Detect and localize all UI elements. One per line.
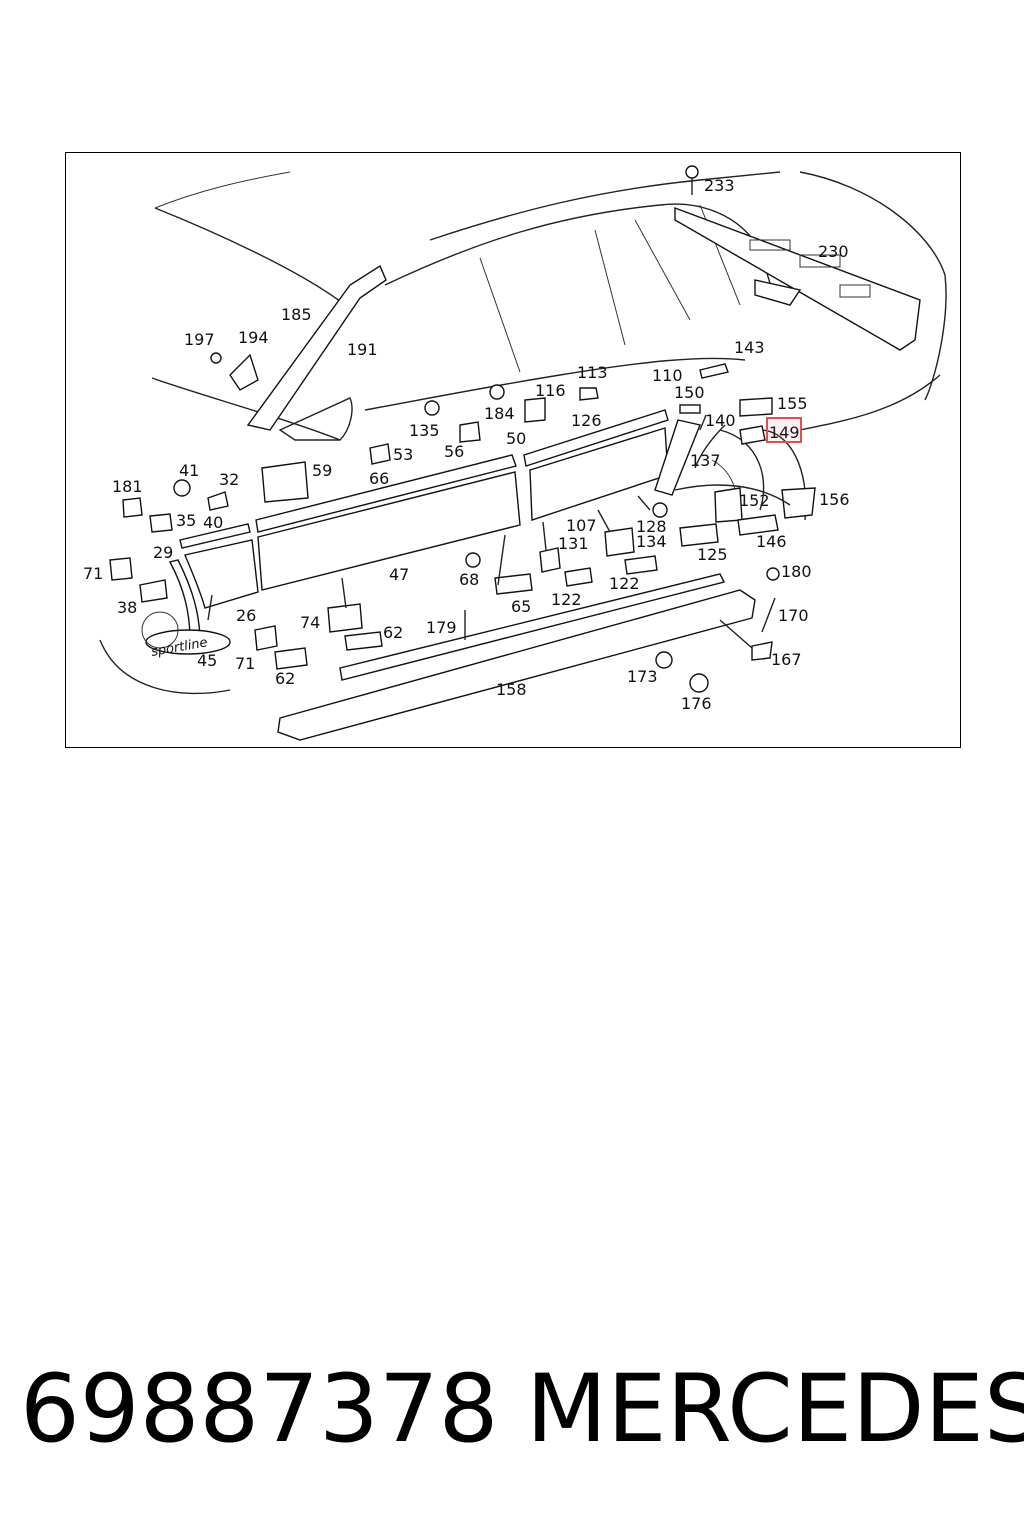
callout-143: 143 [734,338,765,357]
callout-74: 74 [300,613,320,632]
callout-38: 38 [117,598,137,617]
callout-134: 134 [636,532,667,551]
callout-191: 191 [347,340,378,359]
callout-125: 125 [697,545,728,564]
callout-122-b: 122 [609,574,640,593]
callout-173: 173 [627,667,658,686]
callout-71-bottom: 71 [235,654,255,673]
callout-56: 56 [444,442,464,461]
callout-156: 156 [819,490,850,509]
callout-labels: 233 230 143 185 191 197 194 113 116 110 … [83,176,850,713]
callout-50: 50 [506,429,526,448]
callout-135: 135 [409,421,440,440]
small-parts [109,165,816,693]
diagram-frame [65,152,961,748]
callout-32: 32 [219,470,239,489]
callout-116: 116 [535,381,566,400]
callout-140: 140 [705,411,736,430]
callout-197: 197 [184,330,215,349]
callout-179: 179 [426,618,457,637]
highlighted-part-149[interactable] [766,417,802,443]
callout-170: 170 [778,606,809,625]
callout-65: 65 [511,597,531,616]
callout-35: 35 [176,511,196,530]
callout-146: 146 [756,532,787,551]
car-body-outline [99,171,947,695]
callout-150: 150 [674,383,705,402]
callout-137: 137 [690,451,721,470]
callout-41: 41 [179,461,199,480]
callout-158: 158 [496,680,527,699]
callout-107: 107 [566,516,597,535]
callout-128: 128 [636,517,667,536]
callout-131: 131 [558,534,589,553]
callout-126: 126 [571,411,602,430]
callout-26: 26 [236,606,256,625]
callout-53: 53 [393,445,413,464]
callout-233: 233 [704,176,735,195]
callout-176: 176 [681,694,712,713]
callout-180: 180 [781,562,812,581]
callout-62-b: 62 [275,669,295,688]
callout-40: 40 [203,513,223,532]
callout-167: 167 [771,650,802,669]
callout-110: 110 [652,366,683,385]
callout-122-a: 122 [551,590,582,609]
brand-name: MERCEDES [526,1355,1024,1464]
callout-45: 45 [197,651,217,670]
callout-194: 194 [238,328,269,347]
callout-59: 59 [312,461,332,480]
callout-230: 230 [818,242,849,261]
callout-47: 47 [389,565,409,584]
callout-181: 181 [112,477,143,496]
callout-184: 184 [484,404,515,423]
callout-66: 66 [369,469,389,488]
callout-113: 113 [577,363,608,382]
callout-71-left: 71 [83,564,103,583]
pillar-trims [168,264,756,741]
callout-62-a: 62 [383,623,403,642]
part-number: 69887378 [20,1355,499,1464]
callout-185: 185 [281,305,312,324]
callout-68: 68 [459,570,479,589]
leader-arrows [207,414,791,649]
callout-149: 149 [769,423,800,442]
callout-152: 152 [739,491,770,510]
rear-trim-230 [674,206,921,351]
callout-155: 155 [777,394,808,413]
callout-29: 29 [153,543,173,562]
